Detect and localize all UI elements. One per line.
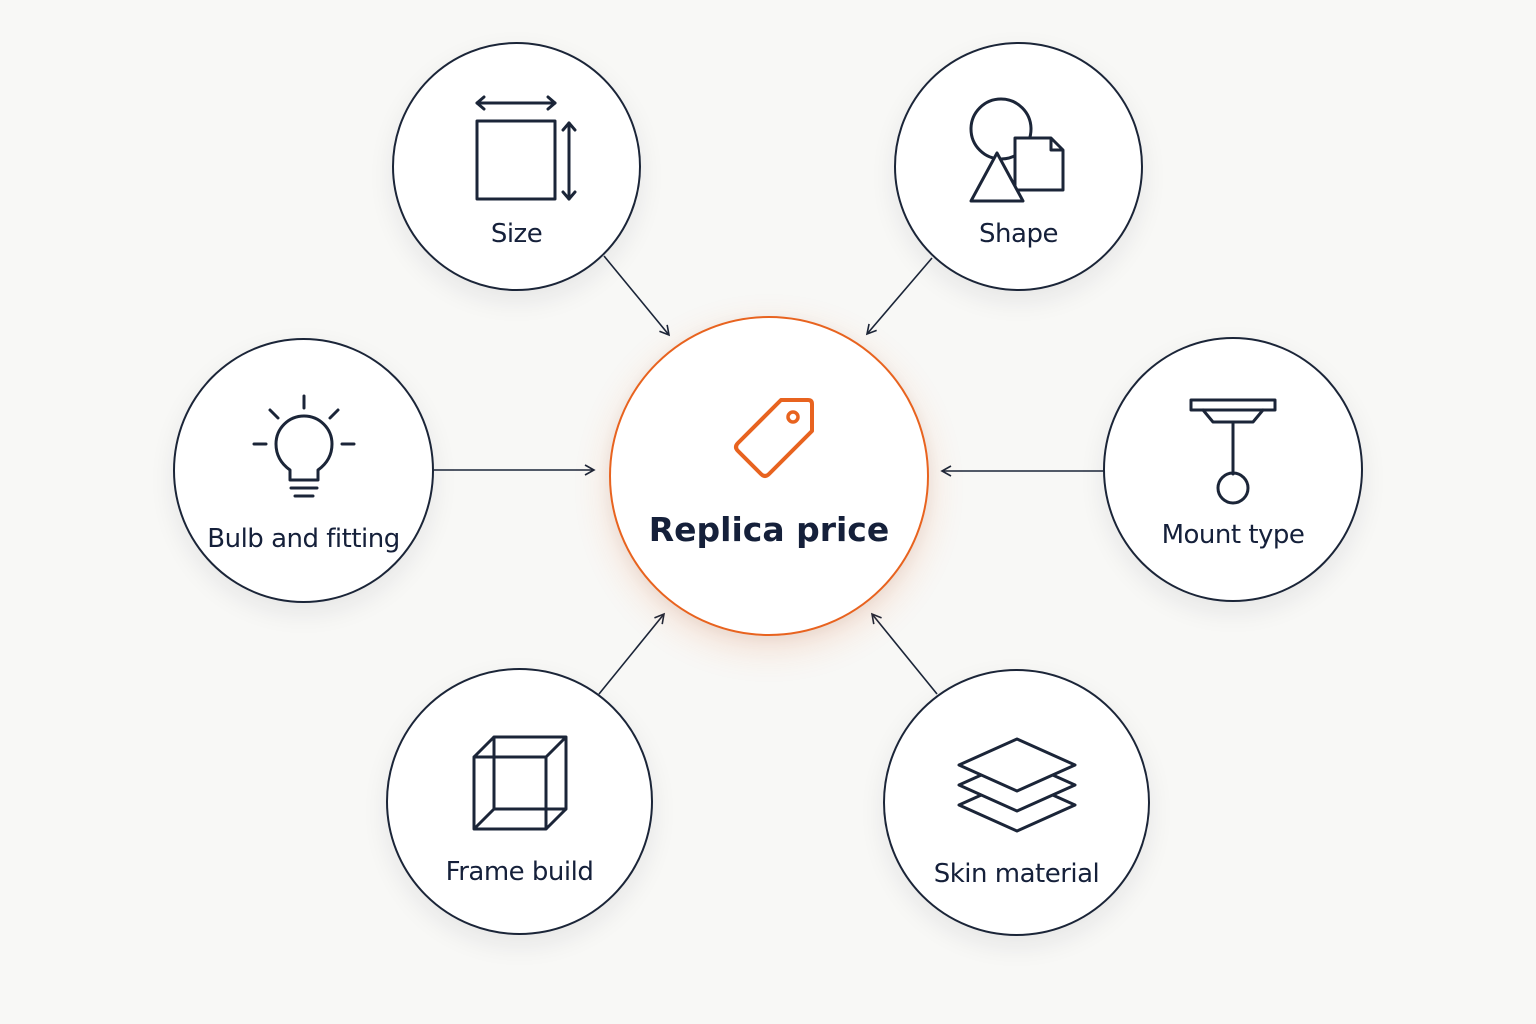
size-dimensions-icon	[475, 95, 576, 200]
price-tag-icon	[734, 397, 814, 478]
factor-label-size: Size	[490, 218, 543, 249]
factor-label-frame: Frame build	[445, 856, 594, 887]
arrow-size-to-price	[603, 255, 671, 337]
wireframe-cube-icon	[472, 735, 567, 830]
factor-label-mount: Mount type	[1161, 519, 1305, 550]
light-bulb-icon	[252, 394, 355, 497]
arrow-frame-to-price	[598, 612, 666, 695]
factor-mount-node: Mount type	[1103, 337, 1363, 602]
layers-icon	[957, 737, 1076, 832]
factor-label-bulb: Bulb and fitting	[207, 523, 400, 554]
factor-label-shape: Shape	[979, 218, 1058, 249]
factor-frame-node: Frame build	[386, 668, 653, 935]
arrow-shape-to-price	[865, 257, 933, 336]
factor-bulb-node: Bulb and fitting	[173, 338, 434, 603]
replica-price-node: Replica price	[609, 316, 929, 636]
ceiling-mount-icon	[1189, 398, 1277, 504]
factor-skin-node: Skin material	[883, 669, 1150, 936]
shapes-icon	[969, 97, 1064, 202]
factor-shape-node: Shape	[894, 42, 1143, 291]
center-label: Replica price	[648, 509, 890, 549]
arrow-skin-to-price	[870, 612, 938, 695]
factor-size-node: Size	[392, 42, 641, 291]
factor-label-skin: Skin material	[933, 858, 1100, 889]
